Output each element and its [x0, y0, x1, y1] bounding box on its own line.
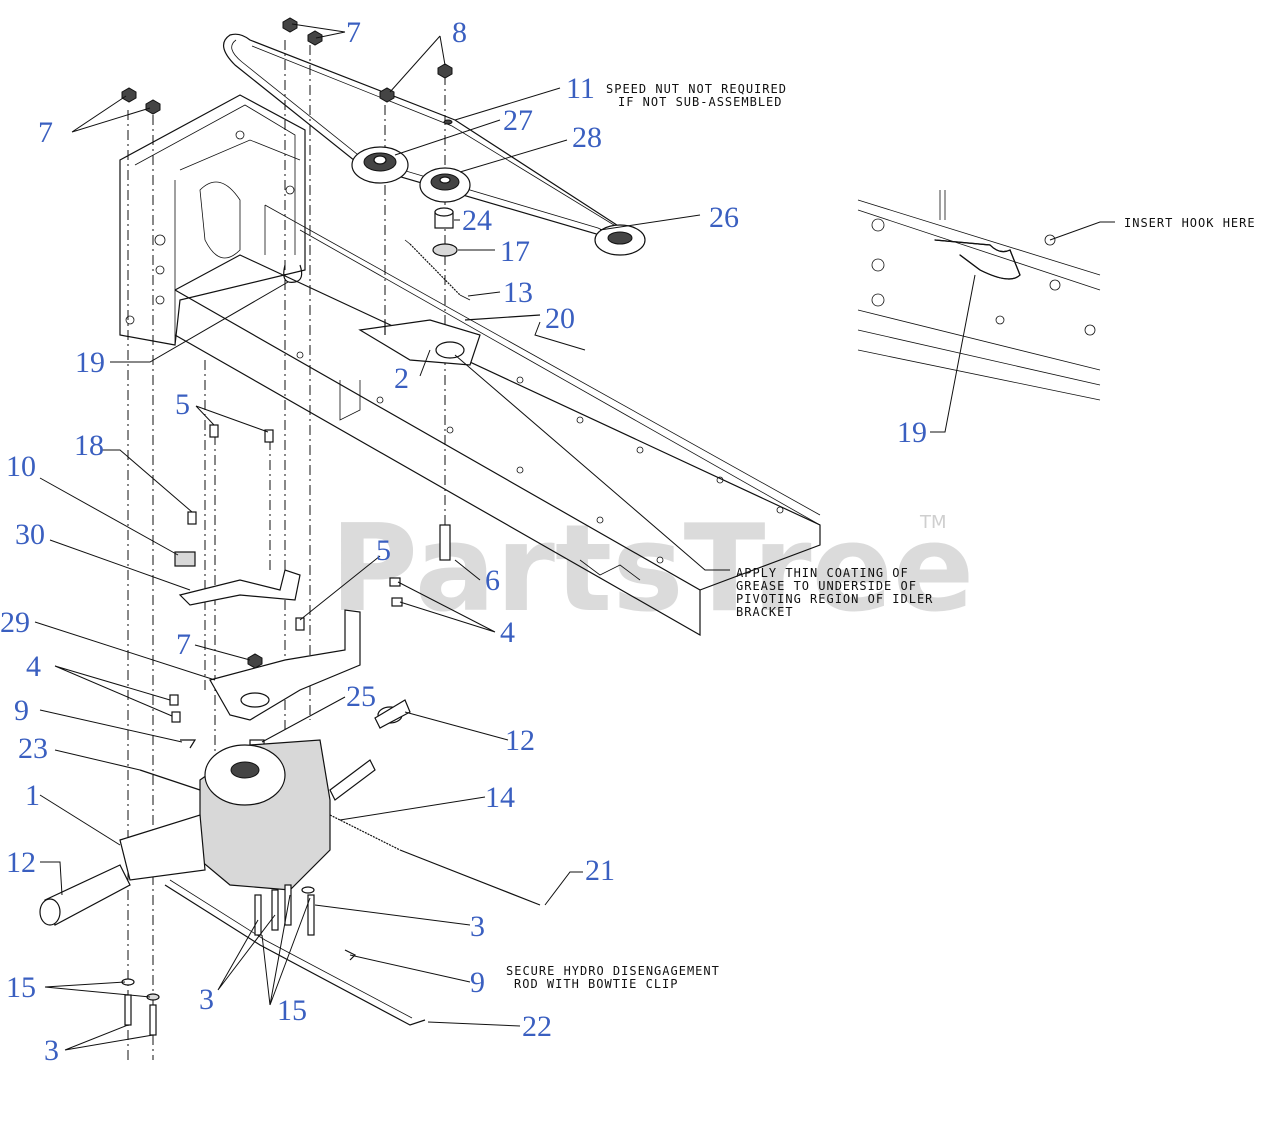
callout-12-right: 12 — [505, 724, 535, 757]
callout-4-right: 4 — [500, 616, 515, 649]
callout-3-right: 3 — [470, 910, 485, 943]
hydro-rod-22 — [164, 884, 426, 1026]
note-grease-line4: BRACKET — [736, 605, 794, 619]
hook-19 — [283, 264, 303, 283]
callout-3-left: 3 — [44, 1034, 59, 1067]
spacer-24 — [434, 207, 454, 229]
callout-5-lower: 5 — [376, 534, 391, 567]
note-grease-line1: APPLY THIN COATING OF — [736, 566, 909, 580]
callout-18: 18 — [74, 429, 104, 462]
assembly-center-lines — [127, 40, 446, 1060]
callout-25: 25 — [346, 680, 376, 713]
callout-19-inset: 19 — [897, 416, 927, 449]
idler-spring-13 — [404, 239, 471, 301]
callout-11: 11 — [566, 72, 595, 105]
callout-8: 8 — [452, 16, 467, 49]
inset-detail-view — [857, 190, 1101, 401]
callout-7-top: 7 — [346, 16, 361, 49]
callout-7-mid: 7 — [176, 628, 191, 661]
note-hydro-line1: SECURE HYDRO DISENGAGEMENT — [506, 964, 720, 978]
callout-27: 27 — [503, 104, 533, 137]
callout-5-upper: 5 — [175, 388, 190, 421]
note-speed-nut-line2: IF NOT SUB-ASSEMBLED — [618, 95, 783, 109]
callout-9-top: 9 — [14, 694, 29, 727]
callout-4-left: 4 — [26, 650, 41, 683]
idler-pulley-28 — [419, 167, 471, 203]
transmission-pulley — [594, 224, 646, 256]
annotation-notes: SPEED NUT NOT REQUIRED IF NOT SUB-ASSEMB… — [506, 82, 1256, 991]
note-grease-line3: PIVOTING REGION OF IDLER — [736, 592, 933, 606]
callout-23: 23 — [18, 732, 48, 765]
note-hydro-line2: ROD WITH BOWTIE CLIP — [514, 977, 679, 991]
callout-labels: 7 7 8 11 27 28 24 26 17 13 20 19 2 19 5 … — [0, 16, 927, 1067]
callout-13: 13 — [503, 276, 533, 309]
transaxle-1 — [39, 699, 541, 926]
callout-29: 29 — [0, 606, 30, 639]
callout-28: 28 — [572, 121, 602, 154]
note-speed-nut-line1: SPEED NUT NOT REQUIRED — [606, 82, 787, 96]
bracket-30 — [178, 569, 301, 606]
callout-21: 21 — [585, 854, 615, 887]
note-grease-line2: GREASE TO UNDERSIDE OF — [736, 579, 917, 593]
callout-1: 1 — [25, 779, 40, 812]
callout-30: 30 — [15, 518, 45, 551]
callout-26: 26 — [709, 201, 739, 234]
callout-24: 24 — [462, 204, 492, 237]
hydro-rod-22-edge — [169, 879, 413, 1019]
leader-lines — [34, 23, 1115, 1051]
hardware-bottom — [121, 884, 357, 1036]
watermark-text: PartsTree — [330, 500, 974, 639]
idler-pulley-27 — [351, 146, 409, 184]
callout-19-main: 19 — [75, 346, 105, 379]
hardware-top — [121, 17, 453, 125]
callout-9-bottom: 9 — [470, 966, 485, 999]
callout-3-center: 3 — [199, 983, 214, 1016]
callout-14: 14 — [485, 781, 515, 814]
watermark-trademark: TM — [919, 512, 947, 533]
callout-12-left: 12 — [6, 846, 36, 879]
callout-2: 2 — [394, 362, 409, 395]
callout-17: 17 — [500, 235, 530, 268]
note-insert-hook: INSERT HOOK HERE — [1124, 216, 1256, 230]
callout-6: 6 — [485, 564, 500, 597]
callout-10: 10 — [6, 450, 36, 483]
frame-side-panel — [119, 94, 306, 346]
callout-15-left: 15 — [6, 971, 36, 1004]
callout-20: 20 — [545, 302, 575, 335]
bracket-29 — [209, 609, 361, 721]
callout-7-left: 7 — [38, 116, 53, 149]
callout-22: 22 — [522, 1010, 552, 1043]
idler-bracket-2 — [358, 314, 541, 366]
frame-rails — [174, 204, 821, 637]
hardware-mid — [169, 424, 451, 749]
washer-17 — [432, 243, 458, 257]
callout-15-center: 15 — [277, 994, 307, 1027]
